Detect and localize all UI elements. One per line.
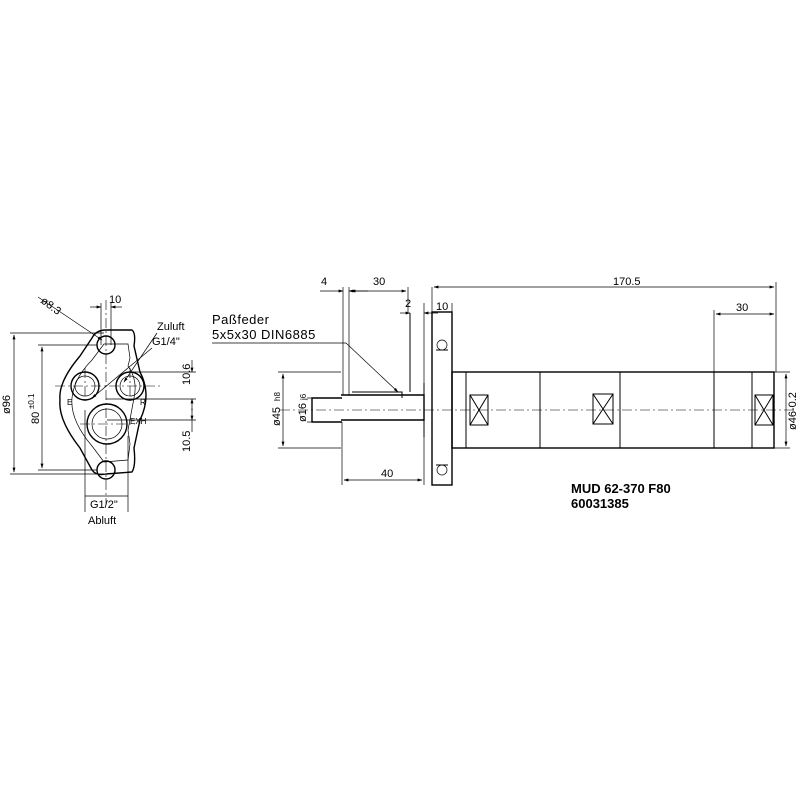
bearing-1 (469, 394, 489, 426)
hole-spacing-dimension: 80 (30, 412, 42, 424)
top-width-dimension: 10 (109, 294, 121, 306)
gap-dimension: 2 (405, 298, 411, 310)
total-length-dimension: 170.5 (613, 276, 641, 288)
key (352, 391, 403, 398)
bearing-2 (592, 393, 614, 425)
outlet-thread-label: G1/2" (90, 499, 118, 511)
key-label-line1: Paßfeder (212, 312, 270, 327)
motor-body (451, 371, 775, 449)
port-exh-mark: EXH (130, 417, 147, 426)
flange-thickness-dimension: 10 (436, 301, 448, 313)
inlet-thread-label: G1/4" (152, 336, 180, 348)
key-width-dimension: 4 (321, 276, 327, 288)
flange-offset-dimension: 30 (373, 276, 385, 288)
port-r-mark: R (140, 398, 146, 407)
pilot-tolerance: h8 (273, 392, 282, 401)
end-segment-dimension: 30 (736, 302, 748, 314)
outlet-label: Abluft (88, 515, 116, 527)
shaft-tolerance: j6 (299, 393, 308, 401)
hole-spacing-tolerance: ±0.1 (27, 393, 36, 409)
lower-offset-dimension: 10.5 (181, 431, 193, 452)
inlet-label: Zuluft (157, 321, 185, 333)
side-view: 4 30 2 10 170.5 30 Paßfeder 5x5x30 DIN68… (212, 276, 799, 511)
output-shaft (311, 397, 342, 423)
key-label-line2: 5x5x30 DIN6885 (212, 327, 316, 342)
mounting-flange (431, 311, 453, 486)
overall-height-dimension: ø96 (1, 395, 13, 414)
end-view-inner-outline (71, 343, 136, 463)
shaft-diameter-dimension: ø16 (297, 403, 309, 422)
model-designation: MUD 62-370 F80 (571, 481, 671, 496)
end-view: 10 ø8.3 Zuluft G1/4" ø96 80 ±0.1 10.6 10… (1, 294, 196, 527)
upper-offset-dimension: 10.6 (181, 364, 193, 385)
bearing-3 (754, 394, 774, 426)
shaft-length-dimension: 40 (381, 468, 393, 480)
part-number: 60031385 (571, 496, 629, 511)
body-diameter-dimension: ø46-0.2 (787, 392, 799, 430)
pilot-diameter-dimension: ø45 (271, 407, 283, 426)
hole-diameter-dimension: ø8.3 (38, 295, 63, 318)
pilot-hub (341, 394, 425, 421)
port-e-mark: E (67, 398, 72, 407)
